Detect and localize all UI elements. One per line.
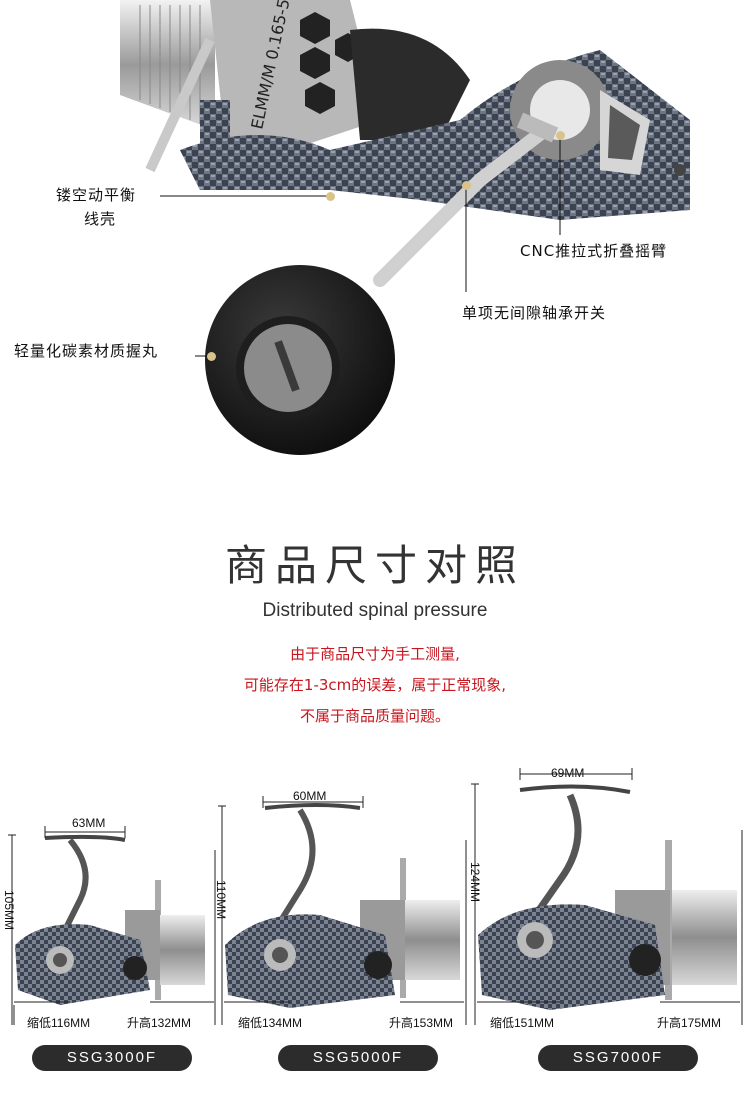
hero-product-image: ELMM/M 0.165-550 0.2	[0, 0, 750, 500]
height-label-ssg3000f: 105MM	[2, 890, 16, 931]
low-label-ssg5000f: 缩低134MM	[238, 1016, 303, 1030]
note-line-2: 可能存在1-3cm的误差，属于正常现象,	[243, 676, 507, 694]
reel-closeup-illustration: ELMM/M 0.165-550 0.2	[120, 0, 690, 455]
callout-dot	[326, 192, 335, 201]
model-badge-ssg3000f: SSG3000F	[32, 1045, 192, 1071]
width-label-ssg5000f: 60MM	[293, 789, 327, 803]
high-label-ssg3000f: 升高132MM	[127, 1016, 192, 1030]
note-line-1: 由于商品尺寸为手工测量,	[290, 645, 460, 663]
callout-dot	[207, 352, 216, 361]
low-label-ssg7000f: 缩低151MM	[490, 1016, 555, 1030]
note-line-3: 不属于商品质量问题。	[299, 707, 450, 725]
width-label-ssg3000f: 63MM	[72, 816, 106, 830]
high-label-ssg5000f: 升高153MM	[389, 1016, 454, 1030]
height-label-ssg7000f: 124MM	[468, 862, 482, 903]
callout-dot	[462, 181, 471, 190]
size-comparison-illustration	[8, 768, 743, 1025]
callout-dot	[556, 131, 565, 140]
section-title: 商品尺寸对照	[224, 541, 525, 590]
width-label-ssg7000f: 69MM	[551, 766, 585, 780]
reel-ssg5000f	[225, 803, 460, 1008]
height-label-ssg5000f: 110MM	[214, 880, 228, 920]
callout-knob: 轻量化碳素材质握丸	[14, 342, 159, 360]
reel-ssg3000f	[15, 834, 205, 1005]
high-label-ssg7000f: 升高175MM	[657, 1016, 722, 1030]
callout-spool-housing-line2: 线壳	[84, 210, 117, 228]
callout-spool-housing-line1: 镂空动平衡	[56, 186, 137, 204]
low-label-ssg3000f: 缩低116MM	[27, 1016, 91, 1030]
model-badge-ssg5000f: SSG5000F	[278, 1045, 438, 1071]
reel-ssg7000f	[478, 784, 737, 1010]
section-subtitle: Distributed spinal pressure	[262, 600, 488, 621]
model-badge-ssg7000f: SSG7000F	[538, 1045, 698, 1071]
callout-bearing-switch: 单项无间隙轴承开关	[462, 304, 607, 322]
callout-folding-arm: CNC推拉式折叠摇臂	[520, 242, 668, 260]
